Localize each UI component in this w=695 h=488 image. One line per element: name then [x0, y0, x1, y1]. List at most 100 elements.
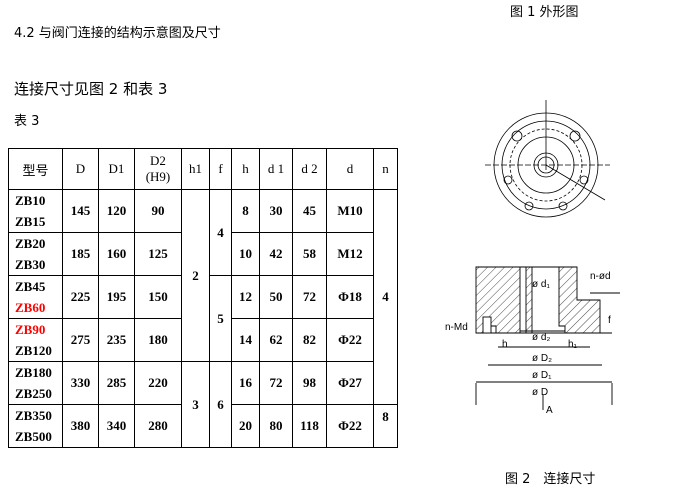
header-d1: d 1: [259, 148, 293, 190]
cell-f: 5: [209, 275, 232, 362]
table-caption: 表 3: [14, 114, 40, 129]
label-h: h: [502, 339, 508, 350]
header-row: 型号 D D1 D2(H9) h1 f h d 1 d 2 d n: [8, 148, 398, 190]
cell-d: M12: [326, 232, 374, 276]
cell-D: 275: [62, 318, 99, 362]
label-f: f: [608, 315, 611, 326]
cell-d1: 72: [259, 361, 293, 405]
cell-D1: 160: [98, 232, 135, 276]
header-h1: h1: [181, 148, 210, 190]
cell-D2: 125: [134, 232, 182, 276]
label-A: A: [546, 405, 553, 415]
header-d: d: [326, 148, 374, 190]
cell-n: 4: [373, 189, 398, 405]
cell-D1: 340: [98, 404, 135, 448]
model-name: ZB15: [15, 214, 46, 229]
header-f: f: [209, 148, 232, 190]
label-nMd: n-Md: [445, 322, 468, 333]
header-D2-label: D2: [150, 153, 166, 168]
cell-h: 14: [231, 318, 260, 362]
cell-h: 8: [231, 189, 260, 233]
label-d1: ø d₁: [532, 279, 550, 290]
connection-text: 连接尺寸见图 2 和表 3: [14, 80, 168, 98]
cell-D1: 120: [98, 189, 135, 233]
model-name: ZB45: [15, 279, 46, 294]
cell-d: Φ22: [326, 318, 374, 362]
figure2-caption: 图 2 连接尺寸: [505, 472, 596, 487]
label-Dia1: ø D₁: [532, 370, 552, 381]
label-h1: h₁: [568, 339, 578, 350]
cell-d: Φ18: [326, 275, 374, 319]
cell-d2: 98: [292, 361, 327, 405]
cell-D: 225: [62, 275, 99, 319]
section-title: 4.2 与阀门连接的结构示意图及尺寸: [14, 26, 221, 41]
cell-D: 330: [62, 361, 99, 405]
cell-D2: 280: [134, 404, 182, 448]
cell-h1: 2: [181, 189, 210, 362]
cell-d: M10: [326, 189, 374, 233]
cell-d2: 45: [292, 189, 327, 233]
cell-d1: 42: [259, 232, 293, 276]
cell-D: 145: [62, 189, 99, 233]
cell-d: Φ27: [326, 361, 374, 405]
header-n: n: [373, 148, 398, 190]
cell-n: 8: [373, 404, 398, 448]
model-name: ZB30: [15, 257, 46, 272]
header-D2-tol: (H9): [145, 169, 171, 184]
model-name: ZB250: [15, 386, 52, 401]
cell-D1: 235: [98, 318, 135, 362]
cell-h: 10: [231, 232, 260, 276]
label-d2: ø d₂: [532, 332, 550, 343]
cell-d2: 72: [292, 275, 327, 319]
cell-d2: 58: [292, 232, 327, 276]
header-D1: D1: [98, 148, 135, 190]
cell-d: Φ22: [326, 404, 374, 448]
figure1-outline-drawing: [485, 100, 610, 218]
cell-D: 185: [62, 232, 99, 276]
cell-h: 16: [231, 361, 260, 405]
figure1-caption: 图 1 外形图: [510, 5, 579, 20]
cell-h: 20: [231, 404, 260, 448]
cell-D1: 195: [98, 275, 135, 319]
cell-d1: 62: [259, 318, 293, 362]
cell-D: 380: [62, 404, 99, 448]
cell-d2: 118: [292, 404, 327, 448]
cell-f: 6: [209, 361, 232, 448]
cell-h1: 3: [181, 361, 210, 448]
cell-h: 12: [231, 275, 260, 319]
cell-D2: 180: [134, 318, 182, 362]
header-h: h: [231, 148, 260, 190]
cell-D2: 220: [134, 361, 182, 405]
label-Dia: ø D: [532, 387, 548, 398]
label-nd: n-ød: [590, 271, 611, 282]
model-name: ZB90: [15, 322, 46, 337]
cell-D2: 150: [134, 275, 182, 319]
header-d2: d 2: [292, 148, 327, 190]
header-D: D: [62, 148, 99, 190]
cell-D1: 285: [98, 361, 135, 405]
header-model: 型号: [8, 148, 63, 190]
header-D2: D2(H9): [134, 148, 182, 190]
model-name: ZB60: [15, 300, 46, 315]
model-name: ZB20: [15, 236, 46, 251]
model-name: ZB500: [15, 429, 52, 444]
cell-d1: 80: [259, 404, 293, 448]
cell-d2: 82: [292, 318, 327, 362]
figure2-connection-drawing: ø d₁ n-ød n-Md h h₁ f ø d₂ ø D₂ ø D₁ ø D…: [445, 266, 620, 415]
cell-D2: 90: [134, 189, 182, 233]
label-D2: ø D₂: [532, 353, 552, 364]
model-name: ZB120: [15, 343, 52, 358]
model-name: ZB180: [15, 365, 52, 380]
cell-f: 4: [209, 189, 232, 276]
